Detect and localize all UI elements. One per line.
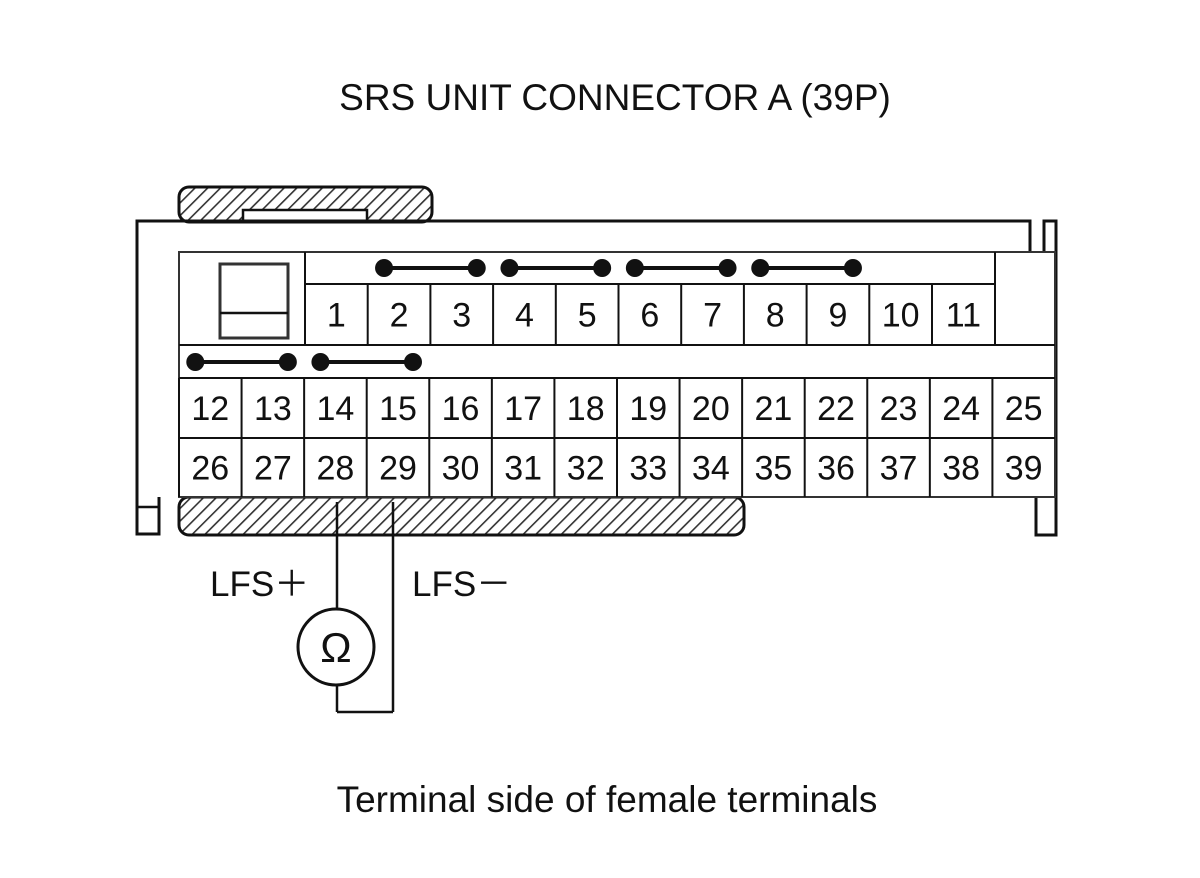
terminal-28: 28: [317, 450, 355, 488]
terminal-33: 33: [629, 450, 667, 488]
diagram-caption: Terminal side of female terminals: [337, 779, 878, 820]
terminal-14: 14: [317, 390, 355, 428]
terminal-38: 38: [942, 450, 980, 488]
terminal-1: 1: [327, 297, 346, 335]
diagram-title: SRS UNIT CONNECTOR A (39P): [339, 77, 891, 118]
terminal-20: 20: [692, 390, 730, 428]
terminal-19: 19: [629, 390, 667, 428]
terminal-9: 9: [828, 297, 847, 335]
terminal-2: 2: [390, 297, 409, 335]
probe-label-positive: LFS＋: [210, 565, 309, 604]
terminal-22: 22: [817, 390, 855, 428]
terminal-26: 26: [191, 450, 229, 488]
terminal-21: 21: [755, 390, 793, 428]
terminal-27: 27: [254, 450, 292, 488]
connector-rail-bottom: [177, 495, 746, 537]
terminal-15: 15: [379, 390, 417, 428]
ohmmeter-symbol: Ω: [320, 624, 351, 671]
terminal-30: 30: [442, 450, 480, 488]
terminal-18: 18: [567, 390, 605, 428]
terminal-29: 29: [379, 450, 417, 488]
shorting-bar: [500, 259, 612, 277]
probe-label-negative: LFS－: [412, 565, 511, 604]
terminal-37: 37: [880, 450, 918, 488]
ohmmeter-circuit: Ω LFS＋ LFS－: [210, 502, 511, 714]
shorting-bar: [375, 259, 486, 277]
terminal-10: 10: [882, 297, 920, 335]
terminal-11: 11: [946, 297, 981, 335]
terminal-7: 7: [703, 297, 722, 335]
shorting-bar: [311, 353, 422, 371]
connector-latch-top: [177, 185, 434, 224]
terminal-13: 13: [254, 390, 292, 428]
terminal-35: 35: [755, 450, 793, 488]
shorting-bar: [186, 353, 297, 371]
terminal-31: 31: [504, 450, 542, 488]
terminal-3: 3: [452, 297, 471, 335]
terminal-8: 8: [766, 297, 785, 335]
shorting-bar: [751, 259, 862, 277]
shorting-bar: [625, 259, 737, 277]
terminal-25: 25: [1005, 390, 1043, 428]
ohmmeter-icon: [296, 607, 376, 687]
terminal-24: 24: [942, 390, 980, 428]
terminal-39: 39: [1005, 450, 1043, 488]
terminal-4: 4: [515, 297, 534, 335]
connector-housing: [135, 219, 1058, 537]
terminal-23: 23: [880, 390, 918, 428]
terminal-5: 5: [578, 297, 597, 335]
terminal-17: 17: [504, 390, 542, 428]
terminal-16: 16: [442, 390, 480, 428]
polarization-key: [218, 262, 290, 340]
terminal-32: 32: [567, 450, 605, 488]
terminal-6: 6: [640, 297, 659, 335]
terminal-36: 36: [817, 450, 855, 488]
terminal-12: 12: [191, 390, 229, 428]
terminal-34: 34: [692, 450, 730, 488]
